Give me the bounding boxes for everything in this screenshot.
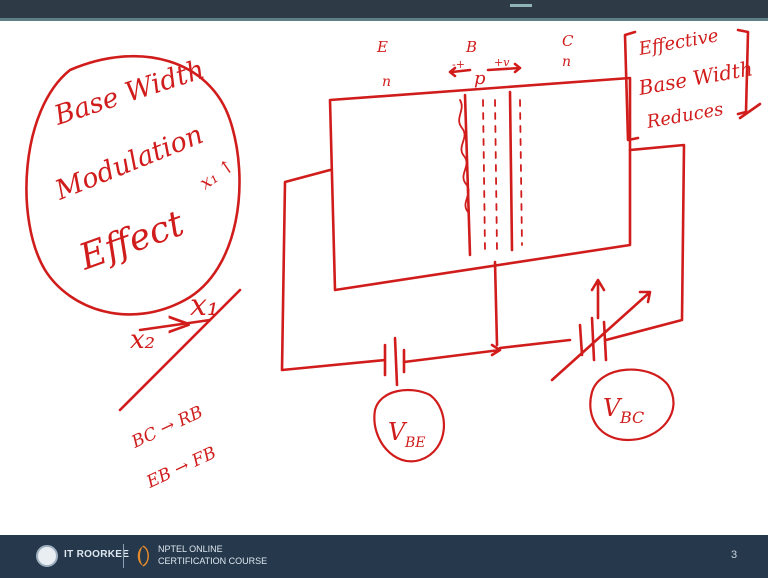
institute-name: IT ROORKEE [64,549,130,560]
note-line-2: Base Width [636,56,755,100]
vbc-variable-arrow [550,290,652,382]
note-tick [738,102,762,120]
vbc-label: V [603,394,623,422]
vbc-battery-plate-1 [578,323,584,357]
compare-x2: x₂ [130,325,155,355]
vbe-circle [373,388,445,463]
width-arrow-left [448,66,472,78]
width-arrow-right [486,62,522,74]
base-wire [402,343,502,364]
title-line-2: Modulation [50,119,208,207]
vbe-label: V [388,418,408,446]
type-label-c: n [562,54,571,70]
type-label-e: n [382,74,391,90]
title-line-3: Effect [73,203,190,279]
transistor-outer-box [328,76,632,292]
collector-wire [604,143,686,342]
region-label-b: B [465,38,477,56]
depletion-dash-1 [482,99,486,251]
depletion-minus-label: -+ [452,58,465,71]
course-name-line-1: NPTEL ONLINE [158,544,223,554]
base-lead [493,260,499,347]
slide-top-bar [0,0,768,18]
depletion-dash-3 [519,99,523,246]
vbc-subscript: BC [619,408,644,427]
vbc-battery-plate-3 [602,320,608,362]
compare-gt: > [165,304,194,344]
compare-x1: x₁ [190,288,219,323]
type-label-b: p [474,68,486,89]
region-label-e: E [376,38,388,56]
vbc-circle [589,368,675,442]
vbc-up-arrow [590,278,606,320]
depletion-squiggle [458,99,470,213]
title-circle [25,54,241,316]
title-line-1: Base Width [50,54,209,132]
slide-footer: IT ROORKEE NPTEL ONLINE CERTIFICATION CO… [0,535,768,578]
vbc-battery-plate-2 [590,316,596,362]
collector-base-wire [498,338,572,350]
side-note: x₁ ↑ [196,155,239,194]
bc-bias-note: BC → RB [128,402,206,453]
note-bracket-left [623,30,640,142]
top-bar-accent [510,4,532,7]
iit-roorkee-logo-icon [36,545,58,567]
depletion-plus-label: +v [494,56,510,69]
divider-line-2 [138,318,212,332]
region-label-c: C [562,32,574,50]
page-number: 3 [731,549,738,561]
note-line-1: Effective [636,25,720,60]
nptel-logo-icon [137,545,149,567]
whiteboard-canvas: Base Width Modulation Effect x₁ ↑ E B C … [25,25,762,493]
divider-line-1 [118,288,242,412]
depletion-dash-2 [494,99,498,251]
vbe-battery-plate-2 [393,336,399,387]
note-bracket-right [736,28,750,116]
footer-separator [123,544,124,568]
base-emitter-junction [463,93,472,257]
vbe-subscript: BE [404,435,426,451]
note-line-3: Reduces [644,99,725,133]
eb-bias-note: EB → FB [143,443,220,493]
course-name-line-2: CERTIFICATION COURSE [158,556,268,566]
base-collector-junction [508,90,514,252]
slide-top-stripe [0,18,768,21]
emitter-wire [280,168,387,372]
